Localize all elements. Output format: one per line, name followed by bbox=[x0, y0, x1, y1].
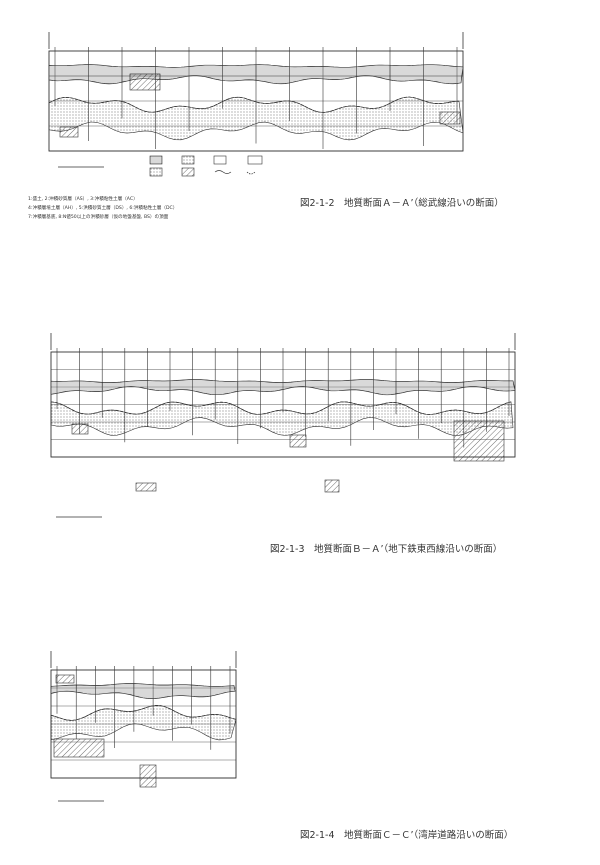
section-a: 1:盛土, 2:沖積砂質層（AS）, 3:沖積粘性土層（AC） 4:沖積層埴土層… bbox=[0, 0, 600, 240]
section-c: 図2-1-4 地質断面Ｃ－Ｃ’（湾岸道路沿いの断面） bbox=[0, 615, 600, 865]
layer-dc-diluvial-clay-lens bbox=[55, 674, 75, 684]
layer-dc-diluvial-clay-lens bbox=[439, 111, 461, 125]
legend-swatch bbox=[181, 167, 195, 177]
section-b: 図2-1-3 地質断面Ｂ－Ａ’（地下鉄東西線沿いの断面） bbox=[0, 320, 600, 560]
legend-swatch bbox=[181, 155, 195, 165]
layer-dc-diluvial-clay-lens bbox=[129, 73, 161, 91]
layer-dc-diluvial-clay-lens bbox=[289, 434, 307, 448]
alluvium-base-line bbox=[50, 401, 512, 415]
layer-dc-diluvial-clay-lens bbox=[453, 420, 505, 462]
layer-dc-diluvial-clay-lens bbox=[59, 126, 79, 138]
section-c-drawing bbox=[50, 651, 237, 802]
legend-note-1: 1:盛土, 2:沖積砂質層（AS）, 3:沖積粘性土層（AC） bbox=[28, 197, 138, 202]
legend-swatch-ah bbox=[247, 155, 263, 165]
legend-swatch-bs-top bbox=[246, 171, 256, 175]
layer-dc-diluvial-clay-lens bbox=[139, 764, 157, 788]
layer-dc-diluvial-clay-lens bbox=[324, 479, 340, 493]
layer-dc-diluvial-clay-lens bbox=[135, 482, 157, 492]
legend-swatch-base-line bbox=[214, 170, 232, 174]
alluvium-base-line bbox=[50, 704, 237, 721]
layer-as-alluvial-sand bbox=[50, 683, 236, 700]
legend-swatch bbox=[149, 167, 163, 177]
layer-dc-diluvial-clay-lens bbox=[53, 738, 105, 758]
legend-swatch bbox=[149, 155, 163, 165]
figure-caption-a: 図2-1-2 地質断面Ａ－Ａ’（総武線沿いの断面） bbox=[300, 198, 504, 209]
alluvium-base-line bbox=[48, 96, 460, 113]
section-a-drawing bbox=[48, 32, 464, 177]
legend-swatch bbox=[213, 155, 227, 165]
layer-dc-diluvial-clay-lens bbox=[71, 423, 89, 435]
figure-caption-c: 図2-1-4 地質断面Ｃ－Ｃ’（湾岸道路沿いの断面） bbox=[300, 830, 514, 841]
section-b-drawing bbox=[50, 333, 516, 518]
legend-note-2: 4:沖積層埴土層（AH）, 5:洪積砂質土層（DS）, 6:洪積粘性土層（DC） bbox=[28, 206, 178, 211]
layer-ds-diluvial-sand bbox=[50, 705, 237, 741]
layer-ds-diluvial-sand bbox=[50, 401, 514, 436]
legend-note-3: 7:沖積層基底, 8:N値50以上の洪積砂層（仮の地盤基盤, BS）の頂面 bbox=[28, 215, 169, 220]
figure-caption-b: 図2-1-3 地質断面Ｂ－Ａ’（地下鉄東西線沿いの断面） bbox=[270, 544, 503, 555]
